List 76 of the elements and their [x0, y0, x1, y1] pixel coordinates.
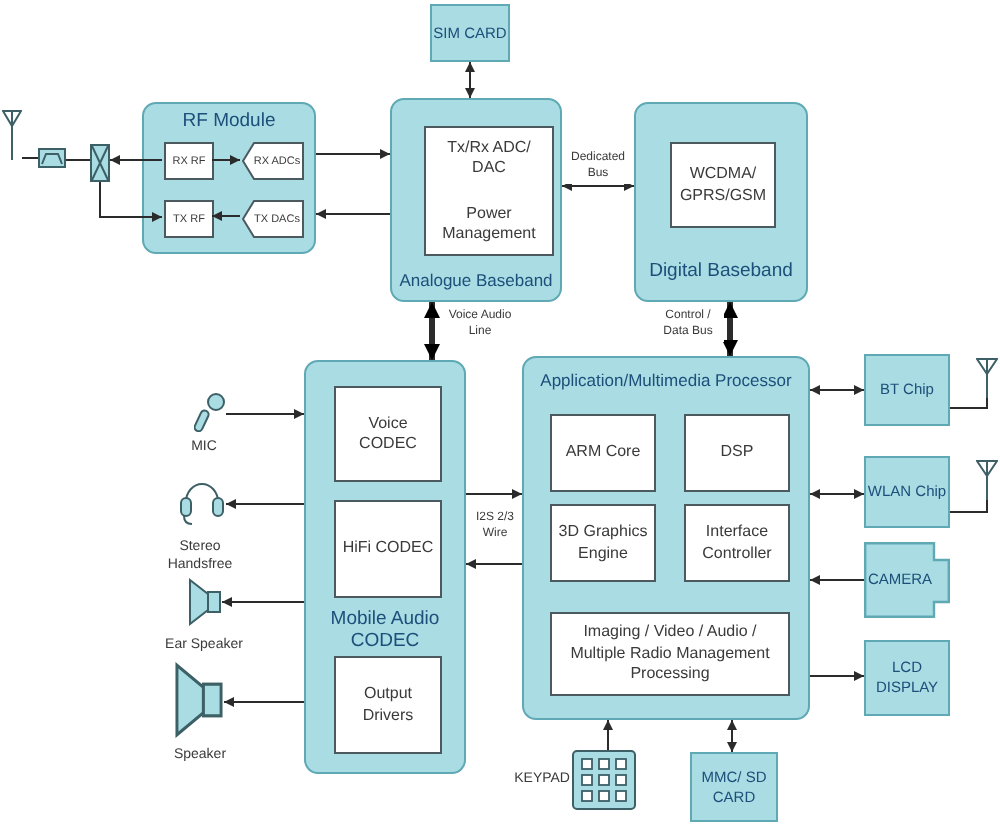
converter-block	[242, 200, 304, 238]
block-label: Power Management	[440, 203, 538, 245]
block-box	[670, 142, 776, 228]
block-label: DSP	[718, 442, 756, 464]
module-panel	[634, 102, 808, 302]
arrow	[99, 181, 163, 222]
arrow	[809, 575, 865, 585]
block-label: Interface Controller	[700, 522, 774, 564]
arrow	[809, 385, 865, 395]
block-box	[684, 504, 790, 582]
block-label: Output Drivers	[360, 684, 416, 726]
module-panel	[142, 102, 316, 254]
block-box	[550, 612, 790, 696]
connector-line	[21, 157, 39, 159]
antenna-icon	[976, 460, 998, 500]
component-box	[864, 456, 950, 528]
block-box	[334, 500, 442, 598]
block-label: 3D Graphics Engine	[556, 522, 650, 564]
component-box	[864, 542, 950, 618]
arrow	[465, 489, 523, 499]
panel-title: Application/Multimedia Processor	[538, 372, 794, 392]
block-label: HiFi CODEC	[340, 538, 436, 560]
module-panel	[304, 360, 466, 774]
switch-symbol	[90, 144, 110, 182]
arrow	[465, 61, 475, 99]
filter-symbol	[38, 148, 66, 168]
arrow	[109, 155, 163, 165]
arrow	[225, 499, 305, 509]
block-box	[164, 200, 214, 238]
arrow	[221, 597, 305, 607]
block-box	[334, 386, 442, 482]
block-box	[550, 504, 656, 582]
block-label: Imaging / Video / Audio / Multiple Radio Management Processing	[568, 622, 772, 686]
panel-title: RF Module	[180, 112, 278, 134]
arrow	[211, 211, 241, 221]
keypad-icon	[572, 750, 636, 810]
speaker-icon	[174, 662, 224, 738]
panel-title: Mobile Audio CODEC	[328, 610, 442, 654]
arrow	[722, 302, 738, 356]
component-box	[430, 4, 510, 62]
block-box	[164, 142, 214, 180]
arrow	[223, 697, 305, 707]
block-label: ARM Core	[563, 442, 643, 464]
panel-title: Analogue Baseband	[397, 272, 555, 292]
converter-block	[242, 142, 304, 180]
arrow	[603, 719, 613, 751]
block-box	[550, 414, 656, 492]
arrow	[727, 719, 737, 753]
block-box	[334, 656, 442, 754]
arrow	[315, 209, 391, 219]
antenna-icon	[976, 358, 998, 398]
block-box	[424, 126, 554, 256]
block-box	[684, 414, 790, 492]
component-box	[690, 752, 778, 822]
arrow	[315, 149, 391, 159]
arrow	[424, 302, 440, 360]
mic-icon	[194, 392, 226, 432]
connector-line	[949, 499, 988, 513]
arrow	[465, 559, 523, 569]
arrow	[561, 181, 635, 191]
arrow	[809, 671, 865, 681]
antenna-icon	[2, 110, 22, 160]
speaker-icon	[188, 578, 222, 626]
module-panel	[390, 98, 562, 302]
panel-title: Digital Baseband	[647, 262, 795, 284]
connector-line	[65, 159, 91, 161]
arrow	[211, 155, 241, 165]
arrow	[809, 489, 865, 499]
arrow	[225, 409, 305, 419]
component-box	[864, 640, 950, 716]
block-label: WCDMA/ GPRS/GSM	[677, 164, 769, 206]
module-panel	[522, 356, 810, 720]
connector-line	[949, 397, 988, 409]
block-label: Voice CODEC	[357, 413, 419, 455]
component-box	[864, 354, 950, 426]
block-label: Tx/Rx ADC/ DAC	[445, 137, 533, 179]
